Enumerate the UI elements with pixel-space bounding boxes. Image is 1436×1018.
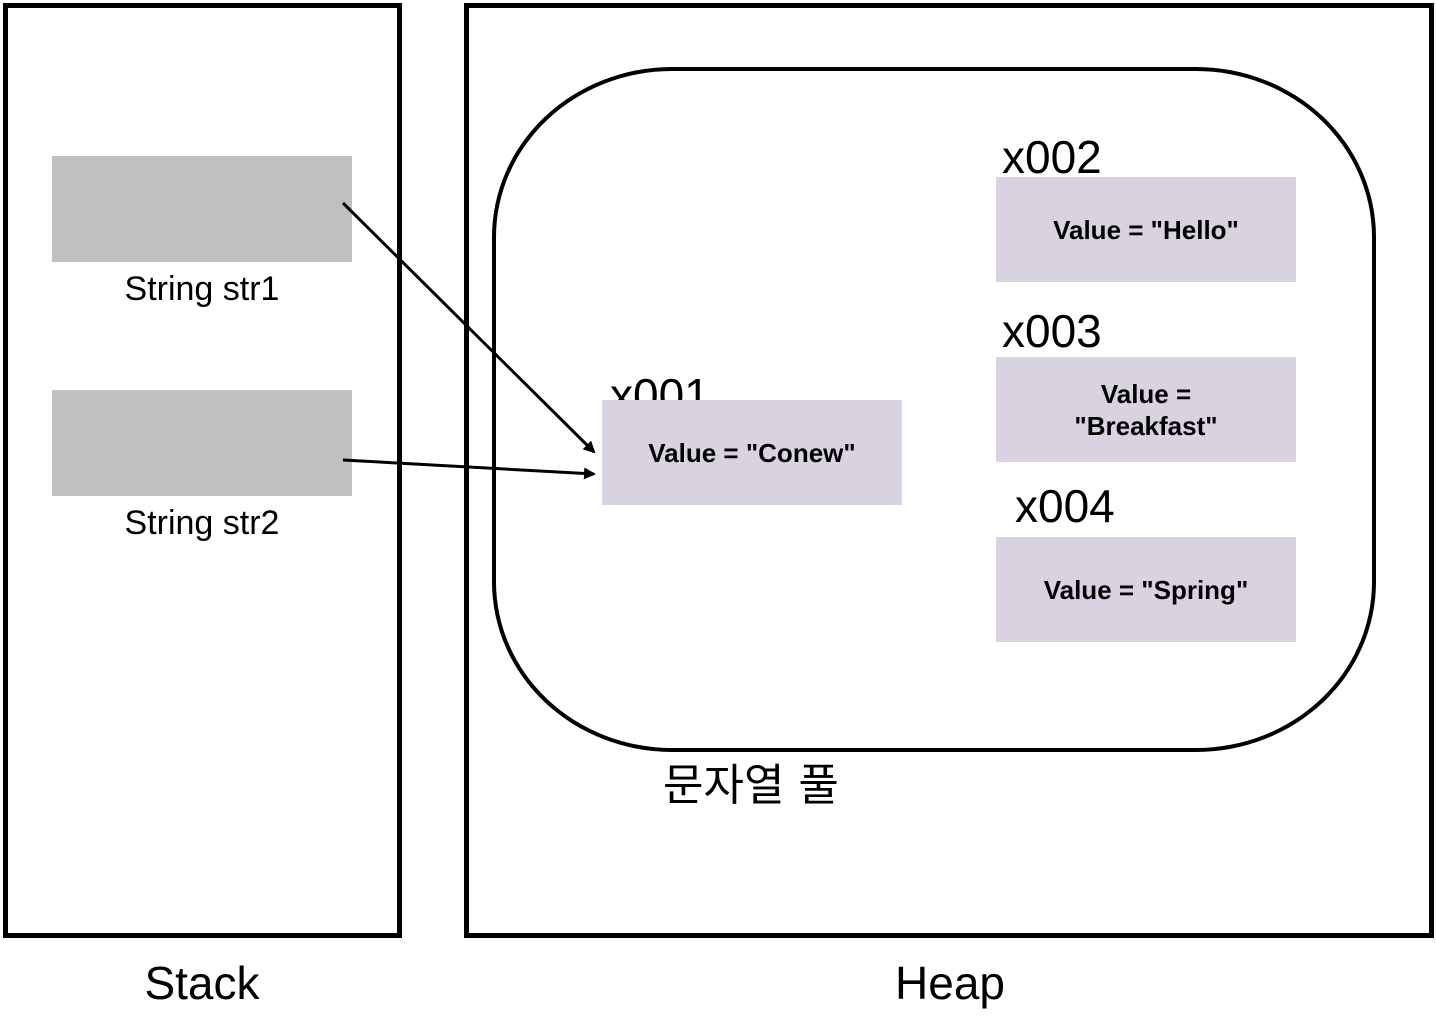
str2-box (52, 390, 352, 496)
object-x002-value: Value = "Hello" (996, 177, 1296, 282)
address-x002: x002 (1002, 131, 1102, 183)
object-x001-value: Value = "Conew" (602, 400, 902, 505)
str1-box (52, 156, 352, 262)
str2-arrow (342, 458, 596, 480)
str2-label: String str2 (124, 504, 280, 542)
stack-title: Stack (144, 957, 260, 1009)
heap-title: Heap (895, 957, 1005, 1009)
object-x004-value: Value = "Spring" (996, 537, 1296, 642)
address-x004: x004 (1015, 480, 1115, 532)
address-x003: x003 (1002, 305, 1102, 357)
object-x003-value: Value = "Breakfast" (996, 357, 1296, 462)
string-pool (492, 67, 1376, 752)
str1-arrow (341, 201, 596, 454)
str1-label: String str1 (124, 270, 280, 308)
string-pool-label: 문자열 풀 (663, 760, 839, 811)
